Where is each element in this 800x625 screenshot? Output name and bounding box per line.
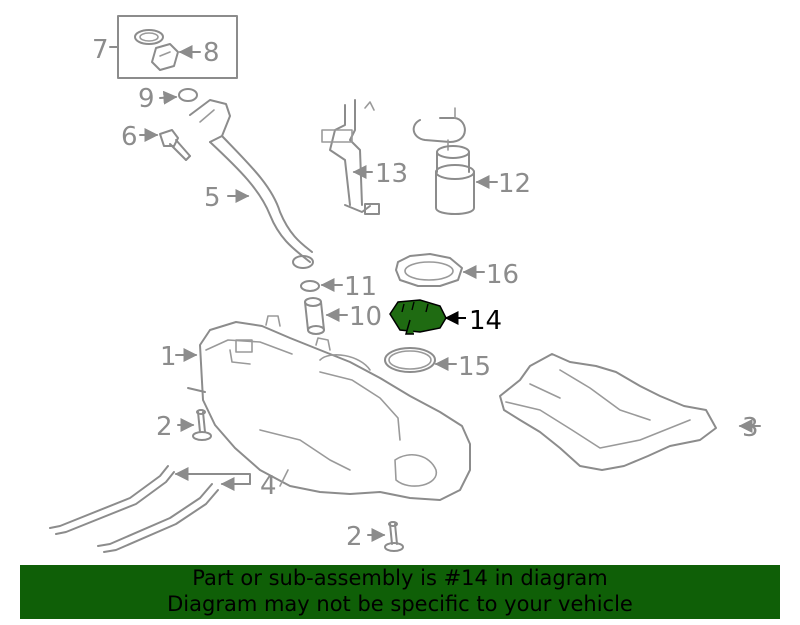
label-part-7: 7 bbox=[92, 35, 109, 65]
label-part-12: 12 bbox=[498, 169, 531, 199]
filler-neck-part-5 bbox=[189, 99, 314, 269]
lock-ring-part-16 bbox=[395, 253, 485, 287]
label-part-14: 14 bbox=[469, 306, 502, 336]
label-part-3: 3 bbox=[742, 413, 759, 443]
bolt-part-6 bbox=[139, 128, 191, 161]
o-ring-part-9 bbox=[159, 88, 198, 105]
label-part-16: 16 bbox=[486, 260, 519, 290]
parts-diagram: 7 8 9 6 5 13 12 16 11 10 14 15 1 3 2 4 2 bbox=[49, 15, 761, 553]
label-part-10: 10 bbox=[349, 302, 382, 332]
fuel-tank-part-1 bbox=[175, 315, 471, 501]
tube-part-10 bbox=[304, 297, 348, 335]
bolt-part-2-upper bbox=[177, 409, 212, 441]
bolt-part-2-lower bbox=[367, 521, 404, 552]
label-part-15: 15 bbox=[458, 352, 491, 382]
banner-line-2: Diagram may not be specific to your vehi… bbox=[167, 592, 633, 616]
label-part-9: 9 bbox=[138, 84, 155, 114]
label-part-4: 4 bbox=[260, 471, 277, 501]
fuel-pump-part-12 bbox=[412, 107, 498, 215]
label-part-2-upper: 2 bbox=[156, 412, 173, 442]
label-part-8: 8 bbox=[203, 38, 220, 68]
info-banner: Part or sub-assembly is #14 in diagram D… bbox=[20, 565, 780, 619]
label-part-2-lower: 2 bbox=[346, 522, 363, 552]
tank-straps-part-4 bbox=[49, 465, 251, 553]
label-part-1: 1 bbox=[160, 342, 177, 372]
label-part-5: 5 bbox=[204, 183, 221, 213]
gasket-part-15 bbox=[384, 347, 457, 373]
label-part-6: 6 bbox=[121, 122, 138, 152]
label-part-11: 11 bbox=[344, 272, 377, 302]
label-part-13: 13 bbox=[375, 159, 408, 189]
sending-unit-part-13 bbox=[321, 99, 380, 215]
pump-cover-part-14-highlighted[interactable] bbox=[389, 299, 466, 335]
banner-line-1: Part or sub-assembly is #14 in diagram bbox=[192, 566, 608, 590]
fuel-cap-inset-box bbox=[109, 15, 238, 79]
heat-shield-part-3 bbox=[499, 353, 761, 471]
seal-part-11 bbox=[300, 278, 343, 292]
